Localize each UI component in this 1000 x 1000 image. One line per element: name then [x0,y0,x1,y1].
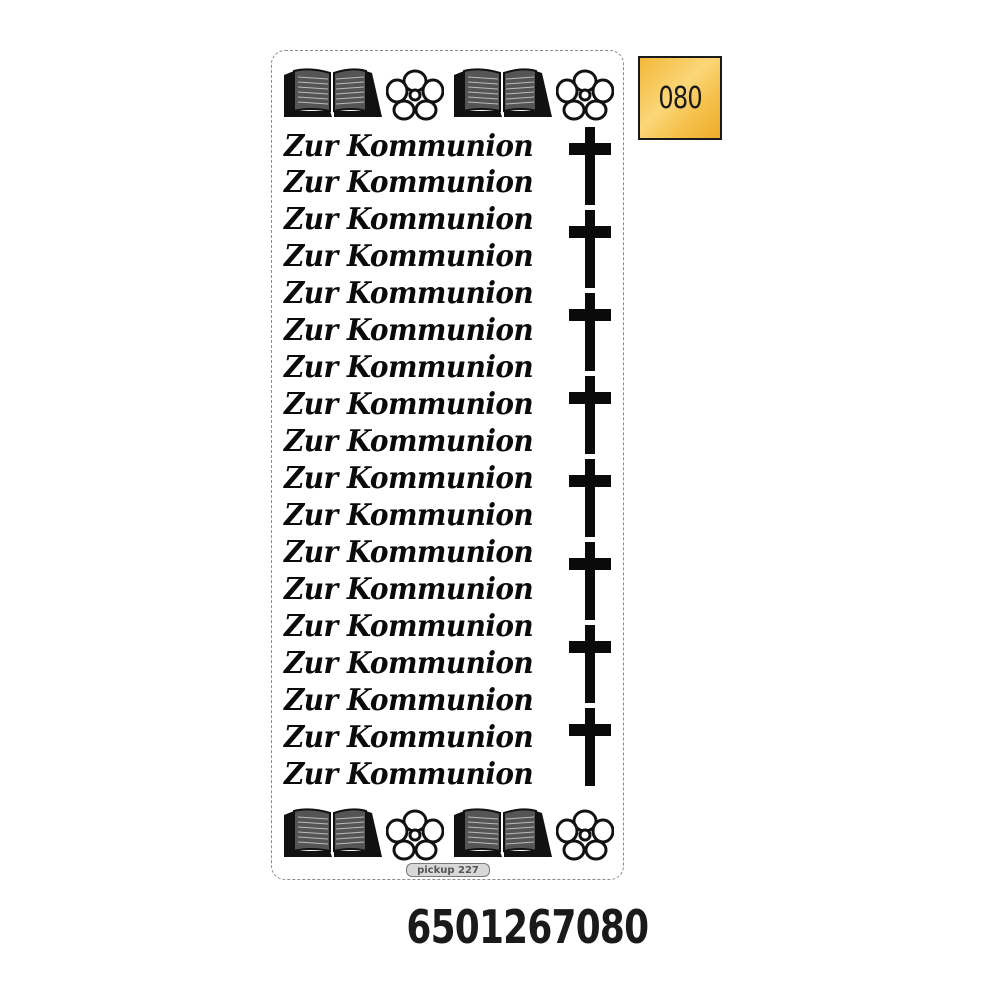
book-icon [454,808,552,857]
sticker-text: Zur Kommunion [284,609,534,644]
sticker-text: Zur Kommunion [284,757,534,792]
sticker-text: Zur Kommunion [284,535,534,570]
book-icon [284,808,382,857]
sticker-text: Zur Kommunion [284,202,534,237]
color-code-swatch: 080 [638,56,722,140]
cross-icon [569,210,611,288]
sticker-text: Zur Kommunion [284,239,534,274]
sticker-text: Zur Kommunion [284,350,534,385]
sticker-text: Zur Kommunion [284,572,534,607]
bottom-icon-row [272,799,623,869]
flower-icon [556,69,614,121]
cross-icon [569,708,611,786]
sticker-sheet: Zur Kommunion Zur Kommunion Zur Kommunio… [271,50,624,880]
sticker-text: Zur Kommunion [284,165,534,200]
cross-icon [569,376,611,454]
sticker-text: Zur Kommunion [284,387,534,422]
flower-icon [386,69,444,121]
top-icon-row [272,59,623,129]
sticker-text: Zur Kommunion [284,276,534,311]
flower-icon [556,809,614,861]
cross-icon [569,459,611,537]
sticker-text: Zur Kommunion [284,683,534,718]
book-icon [454,68,552,117]
brand-label: pickup 227 [406,863,490,877]
article-number: 6501267080 [406,900,649,954]
color-code: 080 [658,80,702,116]
flower-icon [386,809,444,861]
cross-icon [569,127,611,205]
sticker-text: Zur Kommunion [284,646,534,681]
sticker-text: Zur Kommunion [284,498,534,533]
sticker-text: Zur Kommunion [284,129,534,164]
cross-icon [569,625,611,703]
sticker-text: Zur Kommunion [284,424,534,459]
sticker-text: Zur Kommunion [284,461,534,496]
cross-icon [569,542,611,620]
cross-icon [569,293,611,371]
book-icon [284,68,382,117]
sticker-text: Zur Kommunion [284,720,534,755]
sticker-text: Zur Kommunion [284,313,534,348]
